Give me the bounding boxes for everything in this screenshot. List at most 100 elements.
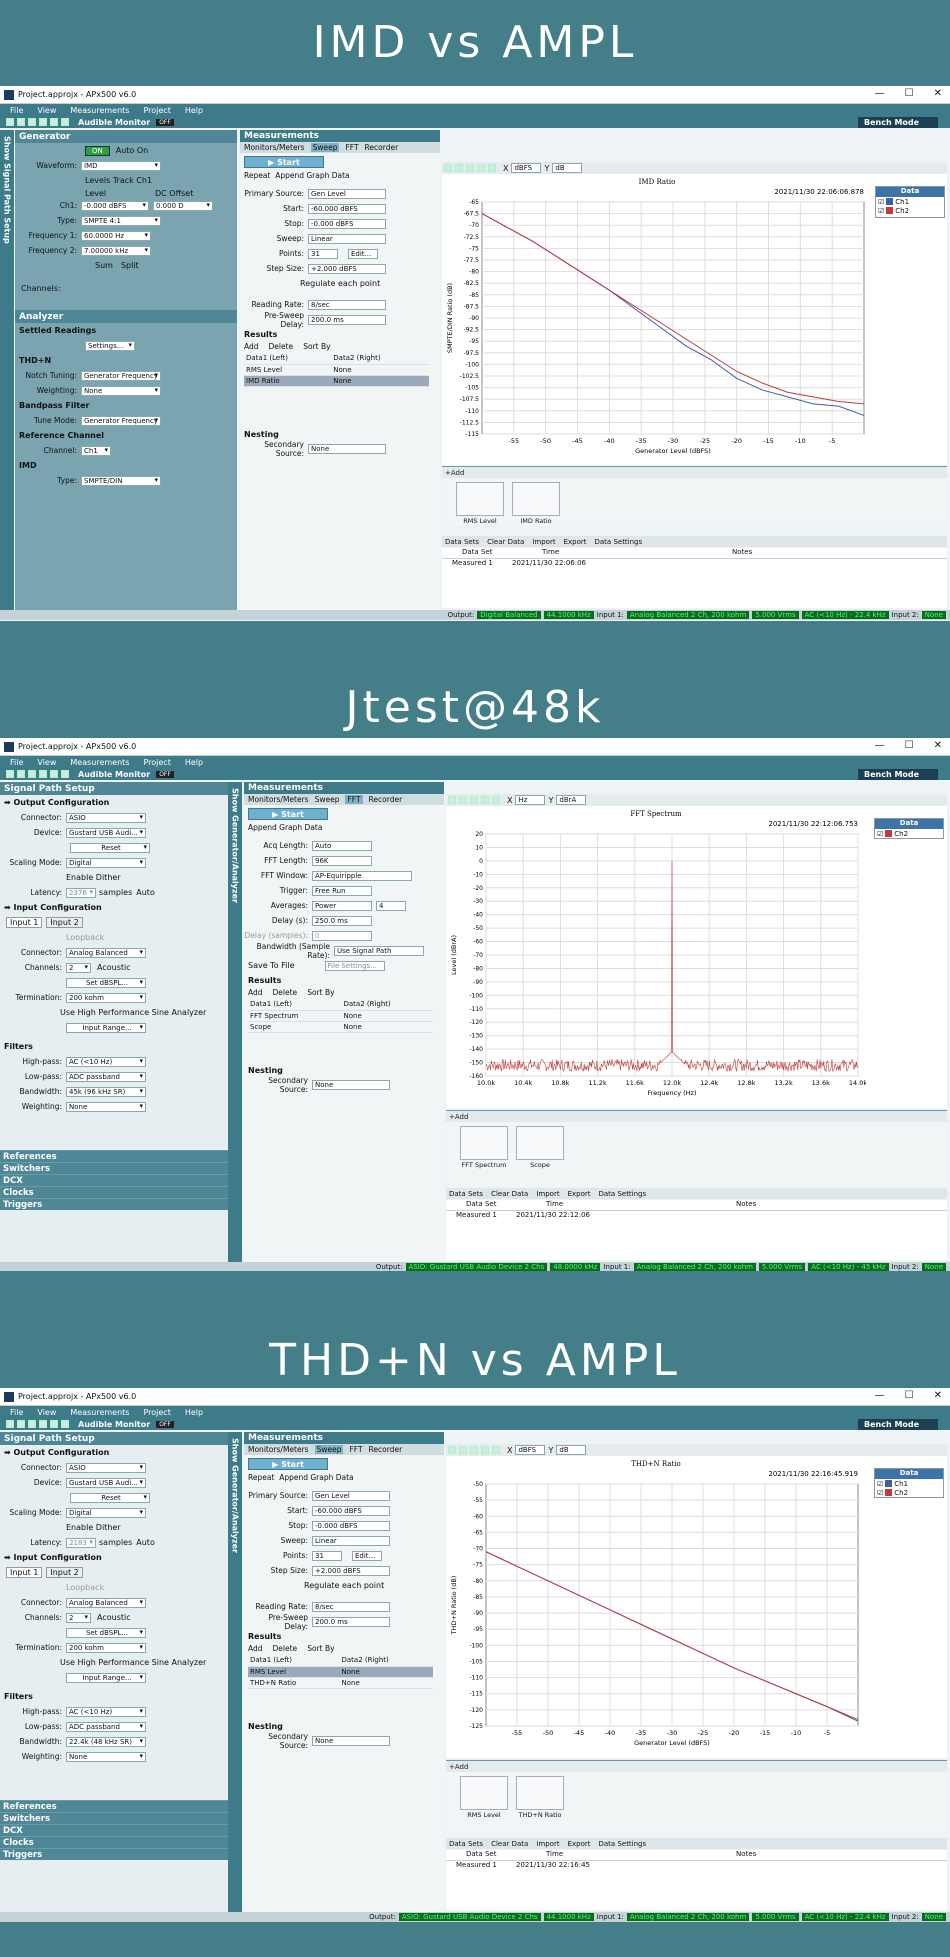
points-input[interactable]: 31 xyxy=(312,1550,342,1561)
tune-select[interactable]: Generator Frequency xyxy=(81,415,161,426)
delay-samples-input[interactable]: 0 xyxy=(312,930,372,941)
dataset-name[interactable]: Measured 1 xyxy=(452,559,493,567)
status-item[interactable]: 5.000 Vrms xyxy=(759,1263,806,1271)
repeat-checkbox[interactable]: Repeat xyxy=(244,171,271,180)
open-icon[interactable] xyxy=(17,1420,25,1428)
acq-length-select[interactable]: Auto xyxy=(312,840,372,851)
device-select[interactable]: Gustard USB Audi... xyxy=(66,1477,146,1488)
termination-select[interactable]: 200 kohm xyxy=(66,1642,146,1653)
save-icon[interactable] xyxy=(28,1420,36,1428)
import-button[interactable]: Import xyxy=(532,537,556,546)
status-item[interactable]: AC (<10 Hz) - 45 kHz xyxy=(808,1263,889,1271)
imd-section[interactable]: IMD xyxy=(19,461,37,470)
cursor-icon[interactable] xyxy=(466,164,474,172)
grid-icon[interactable] xyxy=(477,164,485,172)
import-button[interactable]: Import xyxy=(536,1189,560,1198)
measurement-tab[interactable]: Monitors/Meters xyxy=(248,795,309,804)
append-checkbox[interactable]: Append Graph Data xyxy=(248,823,323,832)
set-dbspl-button[interactable]: Set dBSPL... xyxy=(66,1627,146,1638)
result-data2[interactable]: None xyxy=(339,1666,433,1678)
scaling-mode-select[interactable]: Digital xyxy=(66,1507,146,1518)
tab-input2[interactable]: Input 2 xyxy=(46,1567,83,1578)
weighting-select[interactable]: None xyxy=(66,1751,146,1762)
output-config-section[interactable]: ➡ Output Configuration xyxy=(4,1448,110,1457)
repeat-checkbox[interactable]: Repeat xyxy=(248,1473,275,1482)
thumb-add-button[interactable]: Add xyxy=(450,468,465,477)
thumb-result[interactable]: THD+N Ratio xyxy=(516,1776,564,1819)
clear-data-button[interactable]: Clear Data xyxy=(491,1839,529,1848)
import-button[interactable]: Import xyxy=(536,1839,560,1848)
signal-path-strip[interactable]: Show Signal Path Setup xyxy=(0,130,14,610)
menu-help[interactable]: Help xyxy=(184,105,204,115)
delay-samples-radio[interactable]: Delay (samples): xyxy=(244,931,308,940)
measurement-tab[interactable]: Sweep xyxy=(314,1445,344,1454)
measurement-tab[interactable]: FFT xyxy=(345,795,363,804)
y-unit-select[interactable]: dBrA xyxy=(556,795,587,805)
result-data2[interactable]: None xyxy=(339,1677,433,1689)
menu-item[interactable]: View xyxy=(37,757,57,767)
status-item[interactable]: 44.1000 kHz xyxy=(543,1913,594,1921)
copy-icon[interactable] xyxy=(492,796,500,804)
waveform-select[interactable]: IMD xyxy=(81,160,161,171)
secondary-source-select[interactable]: None xyxy=(312,1080,390,1090)
section-1[interactable]: Switchers xyxy=(0,1162,228,1174)
reset-button[interactable]: Reset xyxy=(70,1492,150,1503)
legend-item[interactable]: ☑Ch2 xyxy=(877,829,909,838)
audible-monitor[interactable]: Audible Monitor xyxy=(78,769,151,779)
thumb-imd-ratio[interactable]: IMD Ratio xyxy=(512,482,560,525)
freq2-input[interactable]: 7.00000 kHz xyxy=(81,245,151,256)
notch-select[interactable]: Generator Frequency xyxy=(81,370,161,381)
menu-item[interactable]: File xyxy=(10,757,24,767)
thumb-rms-level[interactable]: RMS Level xyxy=(456,482,504,525)
grid-icon[interactable] xyxy=(481,1446,489,1454)
input-config-section[interactable]: ➡ Input Configuration xyxy=(4,1553,102,1562)
channel-select[interactable]: Ch1 xyxy=(81,445,111,456)
gen-on-toggle[interactable]: ON xyxy=(85,145,110,156)
off-badge[interactable]: OFF xyxy=(156,118,174,126)
section-0[interactable]: References xyxy=(0,1800,228,1812)
delete-button[interactable]: Delete xyxy=(272,988,298,997)
copy-icon[interactable] xyxy=(492,1446,500,1454)
tab-input2[interactable]: Input 2 xyxy=(46,917,83,928)
step-size-select[interactable]: +2.000 dBFS xyxy=(312,1565,390,1576)
low-pass-select[interactable]: ADC passband xyxy=(66,1721,146,1732)
result-name[interactable]: RMS Level xyxy=(248,1666,340,1678)
menu-item[interactable]: Measurements xyxy=(70,1407,130,1417)
split-radio[interactable]: Split xyxy=(120,261,139,270)
off-badge[interactable]: OFF xyxy=(156,1420,174,1428)
off-badge[interactable]: OFF xyxy=(156,770,174,778)
delay-s-input[interactable]: 250.0 ms xyxy=(312,915,372,926)
tab-sweep[interactable]: Sweep xyxy=(310,143,340,152)
new-icon[interactable] xyxy=(6,770,14,778)
fft-length-select[interactable]: 96K xyxy=(312,855,372,866)
pan-icon[interactable] xyxy=(455,164,463,172)
menu-item[interactable]: View xyxy=(37,1407,57,1417)
cursor-icon[interactable] xyxy=(470,1446,478,1454)
data-settings-button[interactable]: Data Settings xyxy=(598,1839,647,1848)
result-data2[interactable]: None xyxy=(341,1010,433,1022)
legend-item-ch2[interactable]: ☑Ch2 xyxy=(878,206,910,215)
stop-input[interactable]: -0.000 dBFS xyxy=(308,218,386,229)
latency-input[interactable]: 2376 xyxy=(66,887,96,898)
bandwidth-select[interactable]: 22.4k (48 kHz SR) xyxy=(66,1736,146,1747)
high-pass-select[interactable]: AC (<10 Hz) xyxy=(66,1706,146,1717)
menu-item[interactable]: Help xyxy=(184,757,204,767)
result-name[interactable]: IMD Ratio xyxy=(244,375,332,387)
measurement-tab[interactable]: Recorder xyxy=(368,1445,403,1454)
result-name[interactable]: THD+N Ratio xyxy=(248,1677,340,1689)
section-0[interactable]: References xyxy=(0,1150,228,1162)
section-4[interactable]: Triggers xyxy=(0,1848,228,1860)
section-2[interactable]: DCX xyxy=(0,1824,228,1836)
measurement-tab[interactable]: Sweep xyxy=(314,795,340,804)
dither-checkbox[interactable]: Enable Dither xyxy=(66,873,121,882)
termination-select[interactable]: 200 kohm xyxy=(66,992,146,1003)
fft-window-select[interactable]: AP-Equiripple xyxy=(312,870,412,881)
start-button[interactable]: ▶ Start xyxy=(248,1458,328,1470)
status-item[interactable]: 5.000 Vrms xyxy=(752,1913,799,1921)
tab-input1[interactable]: Input 1 xyxy=(6,1567,43,1578)
